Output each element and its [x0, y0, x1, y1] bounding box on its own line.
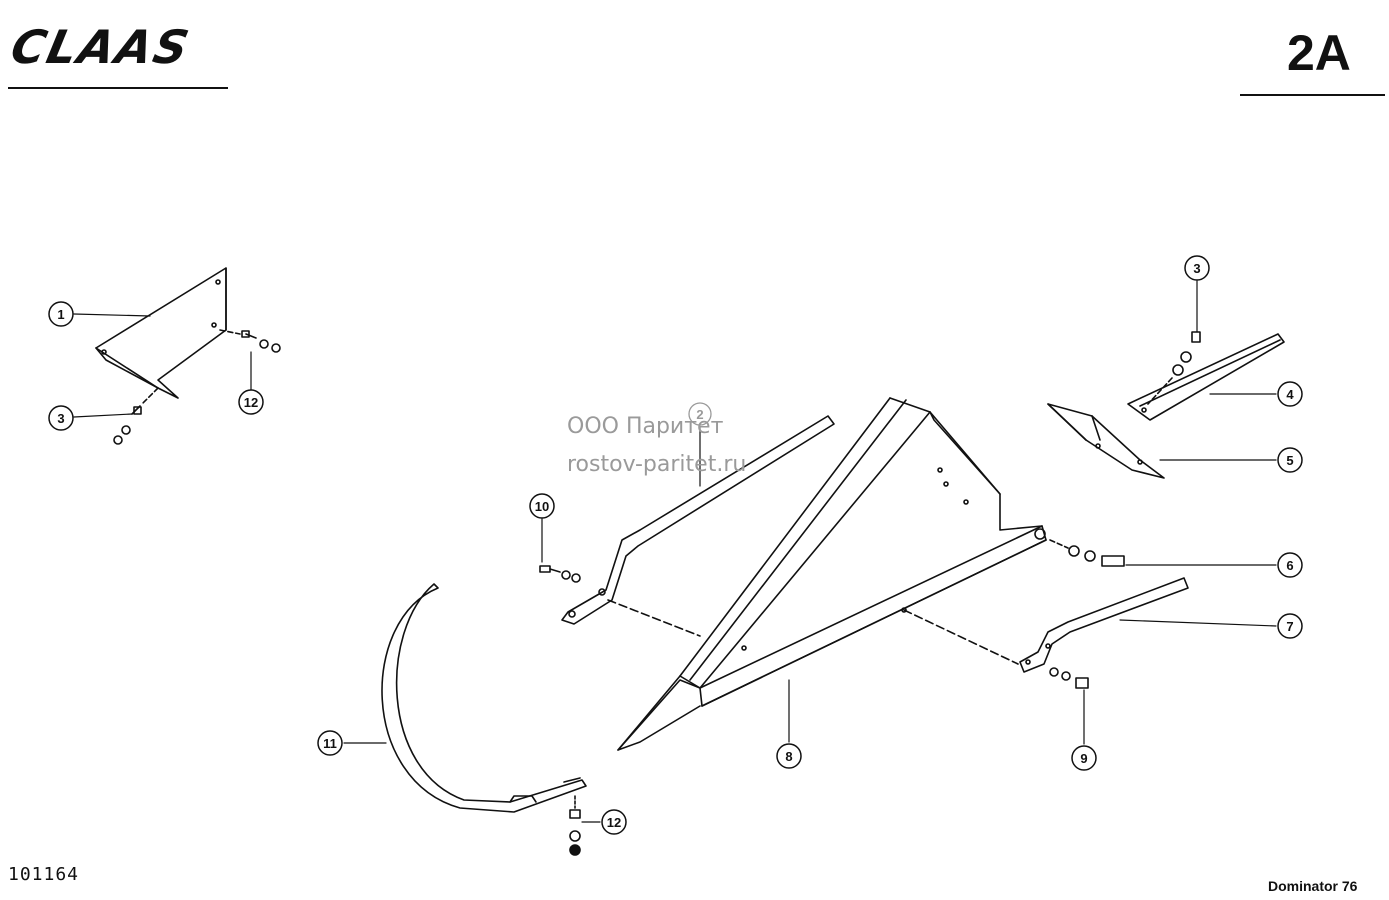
part-7-rod-bracket [1019, 577, 1189, 673]
callout-4: 4 [1277, 381, 1303, 407]
part-11-curved-guard [381, 583, 587, 813]
callout-8: 8 [776, 743, 802, 769]
callout-12b-number: 12 [607, 815, 621, 830]
callout-1-number: 1 [57, 307, 64, 322]
fastener-set-6 [1049, 539, 1125, 567]
callout-12a-number: 12 [244, 395, 258, 410]
watermark-company: ООО Паритет [567, 414, 724, 439]
part-4-angle-strip [1127, 333, 1285, 421]
fastener-set-4 [1147, 331, 1201, 405]
fastener-set-1a [219, 329, 281, 353]
callout-3a: 3 [48, 405, 74, 431]
fastener-set-12b [569, 795, 581, 856]
callout-12a: 12 [238, 389, 264, 415]
callout-10-number: 10 [535, 499, 549, 514]
leader-lines [73, 280, 1277, 823]
callout-6: 6 [1277, 552, 1303, 578]
callout-11: 11 [317, 730, 343, 756]
callout-8-number: 8 [785, 749, 792, 764]
page-code-underline [1240, 94, 1385, 96]
callout-5: 5 [1277, 447, 1303, 473]
page-code: 2A [1287, 25, 1351, 81]
part-2-rod [561, 415, 835, 625]
part-1-side-plate [95, 267, 227, 399]
callout-12b: 12 [601, 809, 627, 835]
callout-3b: 3 [1184, 255, 1210, 281]
callout-9: 9 [1071, 745, 1097, 771]
callout-1: 1 [48, 301, 74, 327]
callout-3b-number: 3 [1193, 261, 1200, 276]
callout-2-number: 2 [696, 407, 703, 422]
callout-5-number: 5 [1286, 453, 1293, 468]
document-number: 101164 [8, 864, 80, 885]
callout-3a-number: 3 [57, 411, 64, 426]
machine-model: Dominator 76 [1268, 878, 1358, 894]
fastener-set-10 [539, 565, 701, 637]
callouts: 1 3 12 3 4 5 2 10 [48, 255, 1303, 835]
fastener-set-1b [113, 387, 159, 445]
callout-2: 2 [688, 402, 712, 426]
callout-4-number: 4 [1286, 387, 1294, 402]
callout-9-number: 9 [1080, 751, 1087, 766]
callout-7: 7 [1277, 613, 1303, 639]
logo-underline [8, 87, 228, 89]
callout-6-number: 6 [1286, 558, 1293, 573]
callout-10: 10 [529, 493, 555, 519]
callout-11-number: 11 [323, 736, 337, 751]
fastener-set-9 [903, 609, 1089, 689]
part-5-bracket [1047, 403, 1165, 479]
part-8-divider-body [617, 397, 1047, 751]
watermark-url: rostov-paritet.ru [567, 452, 747, 477]
callout-7-number: 7 [1286, 619, 1293, 634]
